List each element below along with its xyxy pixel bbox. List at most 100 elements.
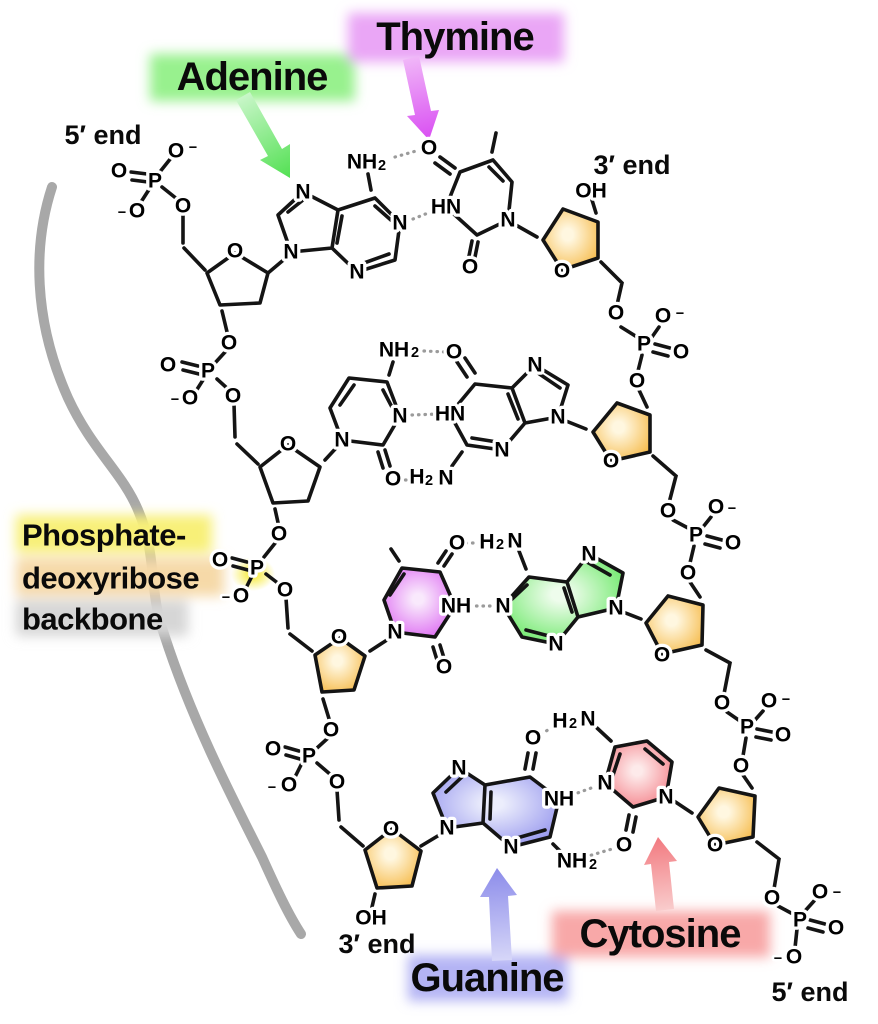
atom-label: P xyxy=(637,333,651,356)
thymine-label: Thymine xyxy=(376,15,533,59)
atom-label: − xyxy=(728,501,736,517)
atom-label: O xyxy=(714,692,730,715)
atom-label: N xyxy=(283,241,298,264)
guanine-highlight xyxy=(408,955,568,1001)
atom-label: NH xyxy=(347,151,377,174)
atom-label: − xyxy=(782,692,790,708)
adenine-ring-pair3 xyxy=(501,552,625,646)
atom-label: − xyxy=(833,885,841,901)
atom-label: H xyxy=(552,710,567,733)
thymine-highlight xyxy=(348,13,564,62)
phosphate-yellow-highlight xyxy=(231,557,275,591)
atom-label: O xyxy=(680,562,696,585)
atom-label: O xyxy=(449,532,465,555)
sugar-right-3 xyxy=(644,594,705,656)
atom-label: O xyxy=(225,385,241,408)
atom-label: P xyxy=(148,170,162,193)
atom-label: P xyxy=(689,524,703,547)
atom-label: NH xyxy=(441,595,471,618)
backbone-label-line1: Phosphate- xyxy=(22,518,186,553)
callout-arrows xyxy=(236,56,677,961)
single-bonds xyxy=(139,131,816,950)
atom-label: O xyxy=(786,946,802,969)
atom-label: O xyxy=(421,137,437,160)
atom-label: N xyxy=(527,354,542,377)
atom-label: O xyxy=(436,656,452,679)
atom-label: N xyxy=(334,429,349,452)
atom-label: O xyxy=(233,585,249,608)
guanine-label: Guanine xyxy=(410,956,563,1000)
atom-label: O xyxy=(655,305,671,328)
atom-label: N xyxy=(495,595,510,618)
adenine-highlight xyxy=(150,54,355,101)
atom-label: H xyxy=(409,466,424,489)
sugar-rings xyxy=(205,207,757,890)
atom-label: N xyxy=(295,181,310,204)
atom-label: − xyxy=(171,392,179,408)
atom-label: O xyxy=(629,370,645,393)
cytosine-label: Cytosine xyxy=(580,912,741,956)
atom-label: 2 xyxy=(425,473,433,489)
atom-label: O xyxy=(175,195,191,218)
adenine-arrow xyxy=(236,92,290,178)
atom-label: N xyxy=(494,439,509,462)
label-highlights xyxy=(16,13,770,1001)
three-prime-end-bottom-label: 3′ end xyxy=(339,929,416,959)
atom-label: O xyxy=(160,354,176,377)
atom-label: NH xyxy=(557,850,587,873)
atom-label: O xyxy=(761,690,777,713)
atom-label: N xyxy=(658,786,673,809)
sugar-left-3 xyxy=(313,636,367,694)
atom-label: NH xyxy=(544,788,574,811)
atom-label: − xyxy=(118,205,126,221)
atom-label: N xyxy=(507,530,522,553)
atom-label: 2 xyxy=(569,716,577,732)
atom-label: H xyxy=(479,531,494,554)
atom-label: P xyxy=(302,745,316,768)
guanine-ring-pair4 xyxy=(431,766,561,849)
atom-label: O xyxy=(277,579,293,602)
atom-label: O xyxy=(812,881,828,904)
atom-label: O xyxy=(280,433,296,456)
cytosine-highlight xyxy=(552,911,770,957)
atom-label: O xyxy=(221,332,237,355)
atom-label: O xyxy=(654,644,670,667)
atom-label: O xyxy=(828,917,844,940)
backbone-label-line3: backbone xyxy=(22,602,163,637)
atom-label: N xyxy=(550,406,565,429)
atom-label: O xyxy=(227,240,243,263)
atom-label: 2 xyxy=(496,537,504,553)
atom-label: − xyxy=(268,780,276,796)
atom-label: O xyxy=(673,341,689,364)
atom-label: O xyxy=(660,500,676,523)
atom-label: OH xyxy=(355,907,387,930)
atom-label: O xyxy=(525,727,541,750)
atom-label: O xyxy=(616,834,632,857)
atom-label: P xyxy=(250,557,264,580)
atom-label: N xyxy=(581,543,596,566)
three-prime-end-top-label: 3′ end xyxy=(594,150,671,180)
sugar-left-4 xyxy=(363,827,423,890)
atom-label: O xyxy=(462,256,478,279)
atom-label: O xyxy=(608,302,624,325)
atom-label: O xyxy=(111,160,127,183)
atom-label: N xyxy=(349,261,364,284)
atom-label: O xyxy=(383,818,399,841)
thymine-arrow xyxy=(403,56,439,140)
atom-label: O xyxy=(775,724,791,747)
thymine-ring-pair1 xyxy=(444,158,514,237)
atom-label: O xyxy=(212,549,228,572)
atom-label: N xyxy=(451,757,466,780)
atom-label: − xyxy=(222,590,230,606)
backbone-word-highlight xyxy=(16,600,188,636)
atom-label: O xyxy=(331,626,347,649)
atom-label: O xyxy=(271,523,287,546)
deoxyribose-word-highlight xyxy=(16,558,224,596)
atom-label: N xyxy=(503,836,518,859)
atom-label: O xyxy=(554,260,570,283)
atom-label: N xyxy=(597,772,612,795)
atom-label: P xyxy=(793,909,807,932)
atom-label: − xyxy=(774,951,782,967)
